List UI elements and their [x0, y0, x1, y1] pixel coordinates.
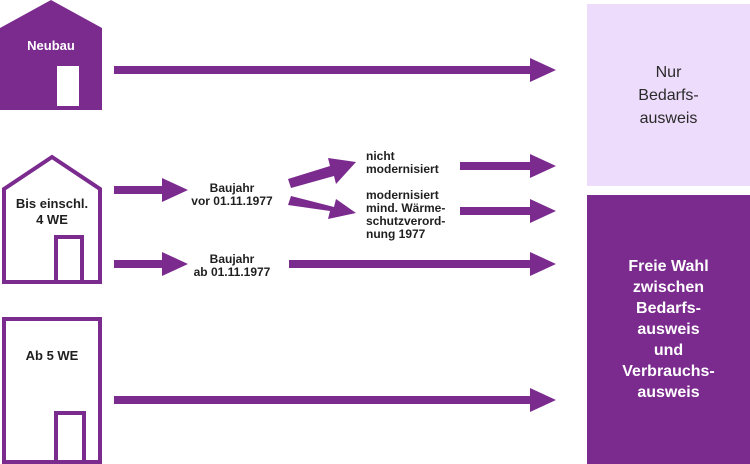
condition-after-label: Baujahr ab 01.11.1977 — [193, 252, 271, 279]
arrow-small-to-before — [114, 178, 188, 202]
arrow-small-to-after — [114, 252, 188, 276]
arrow-after-to-wahl — [289, 252, 556, 276]
arrow-neubau-to-bedarf — [114, 58, 556, 82]
condition-not-modernized-label: nicht modernisiert — [366, 149, 439, 176]
result-bedarf-box: Nur Bedarfs- ausweis — [587, 4, 750, 186]
result-bedarf-text: Nur Bedarfs- ausweis — [638, 63, 699, 127]
house-small-icon — [1, 154, 102, 284]
house-large-label: Ab 5 WE — [25, 348, 79, 363]
house-small-label: Bis einschl. 4 WE — [15, 196, 89, 227]
result-wahl-text: Freie Wahl zwischen Bedarfs- ausweis und… — [622, 258, 715, 401]
condition-modernized-label: modernisiert mind. Wärme- schutzverord- … — [366, 188, 446, 241]
arrow-not-modernized-to-bedarf — [460, 154, 556, 178]
arrow-modernized-to-wahl — [460, 199, 556, 223]
arrow-before-to-not-modernized — [288, 158, 356, 188]
house-neubau-label: Neubau — [27, 38, 75, 53]
result-wahl-box: Freie Wahl zwischen Bedarfs- ausweis und… — [587, 195, 750, 464]
condition-before-label: Baujahr vor 01.11.1977 — [191, 181, 273, 208]
arrow-before-to-modernized — [288, 196, 356, 219]
arrow-large-to-wahl — [114, 388, 556, 412]
house-neubau-icon — [0, 0, 102, 110]
house-large-icon — [2, 317, 102, 464]
